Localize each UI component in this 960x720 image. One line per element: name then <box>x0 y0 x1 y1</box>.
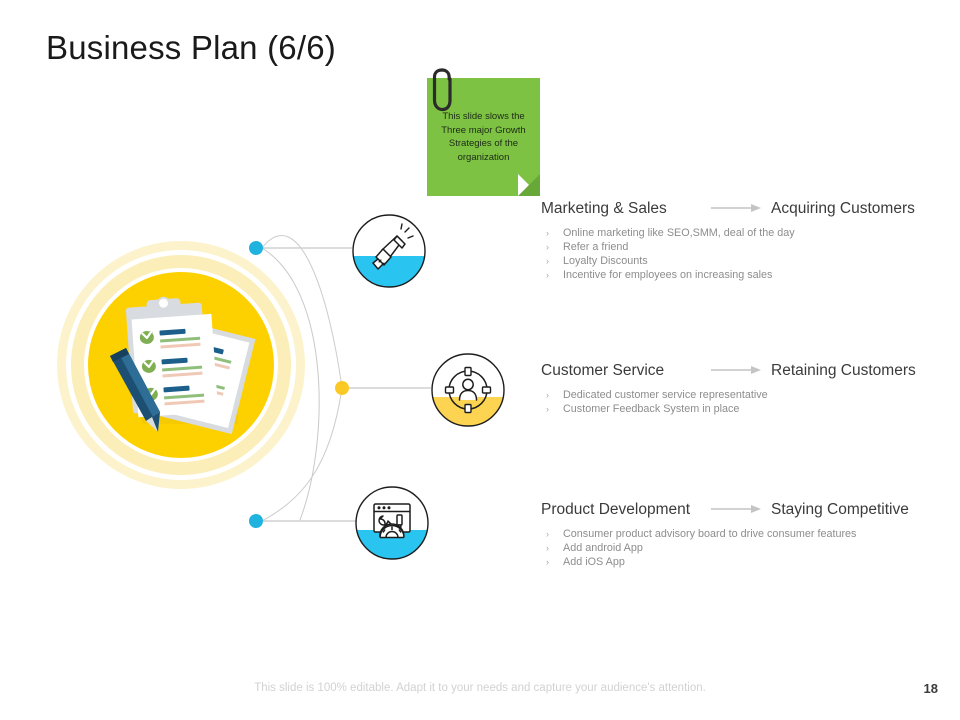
section-heading-row: Product Development Staying Competitive <box>541 501 909 519</box>
list-item-label: Loyalty Discounts <box>563 255 648 267</box>
connector-dot-3 <box>249 514 263 528</box>
section-bullet-list: › Online marketing like SEO,SMM, deal of … <box>541 226 915 282</box>
section-heading: Marketing & Sales <box>541 200 667 217</box>
megaphone-icon <box>352 214 426 288</box>
section-bullet-list: › Dedicated customer service representati… <box>541 388 916 416</box>
section-block-marketing-sales: Marketing & Sales Acquiring Customers › O… <box>541 200 915 298</box>
connector-dot-2 <box>335 381 349 395</box>
list-item-label: Online marketing like SEO,SMM, deal of t… <box>563 227 795 239</box>
chevron-right-icon: › <box>546 270 549 280</box>
arrow-right-icon <box>711 200 761 218</box>
list-item: › Incentive for employees on increasing s… <box>541 268 915 282</box>
page-title: Business Plan (6/6) <box>46 29 336 66</box>
list-item: › Loyalty Discounts <box>541 254 915 268</box>
list-item: › Add iOS App <box>541 555 909 569</box>
section-icon-marketing-sales[interactable] <box>352 214 426 288</box>
page-number: 18 <box>923 681 938 696</box>
chevron-right-icon: › <box>546 543 549 553</box>
list-item-label: Add android App <box>563 542 643 554</box>
list-item-label: Customer Feedback System in place <box>563 403 740 415</box>
chevron-right-icon: › <box>546 529 549 539</box>
arrow-right-icon <box>711 362 761 380</box>
section-bullet-list: › Consumer product advisory board to driv… <box>541 527 909 569</box>
list-item-label: Add iOS App <box>563 556 625 568</box>
footer-note: This slide is 100% editable. Adapt it to… <box>254 682 706 694</box>
chevron-right-icon: › <box>546 557 549 567</box>
section-heading-row: Customer Service Retaining Customers <box>541 362 916 380</box>
sticky-note-text: This slide slows the Three major Growth … <box>441 111 526 163</box>
list-item-label: Dedicated customer service representativ… <box>563 389 768 401</box>
chevron-right-icon: › <box>546 242 549 252</box>
chevron-right-icon: › <box>546 390 549 400</box>
main-visual <box>57 241 305 489</box>
section-icon-customer-service[interactable] <box>431 353 505 427</box>
section-heading: Product Development <box>541 501 691 518</box>
section-icon-product-development[interactable] <box>355 486 429 560</box>
section-heading: Customer Service <box>541 362 665 379</box>
section-outcome: Acquiring Customers <box>771 200 915 217</box>
sticky-note-fold <box>518 174 540 196</box>
section-outcome: Staying Competitive <box>771 501 909 518</box>
section-block-product-development: Product Development Staying Competitive … <box>541 501 909 585</box>
list-item: › Dedicated customer service representati… <box>541 388 916 402</box>
list-item-label: Consumer product advisory board to drive… <box>563 528 857 540</box>
list-item: › Add android App <box>541 541 909 555</box>
list-item: › Customer Feedback System in place <box>541 402 916 416</box>
chevron-right-icon: › <box>546 228 549 238</box>
chevron-right-icon: › <box>546 404 549 414</box>
arrow-right-icon <box>711 501 761 519</box>
list-item: › Refer a friend <box>541 240 915 254</box>
section-block-customer-service: Customer Service Retaining Customers › De… <box>541 362 916 432</box>
chevron-right-icon: › <box>546 256 549 266</box>
list-item: › Online marketing like SEO,SMM, deal of … <box>541 226 915 240</box>
section-heading-row: Marketing & Sales Acquiring Customers <box>541 200 915 218</box>
target-person-icon <box>431 353 505 427</box>
list-item: › Consumer product advisory board to driv… <box>541 527 909 541</box>
list-item-label: Incentive for employees on increasing sa… <box>563 269 773 281</box>
paperclip-icon <box>432 68 452 112</box>
clipboard-checklist-pen-icon <box>110 296 256 435</box>
list-item-label: Refer a friend <box>563 241 629 253</box>
browser-tools-gear-icon <box>355 486 429 560</box>
section-outcome: Retaining Customers <box>771 362 916 379</box>
sticky-note: This slide slows the Three major Growth … <box>427 68 540 196</box>
